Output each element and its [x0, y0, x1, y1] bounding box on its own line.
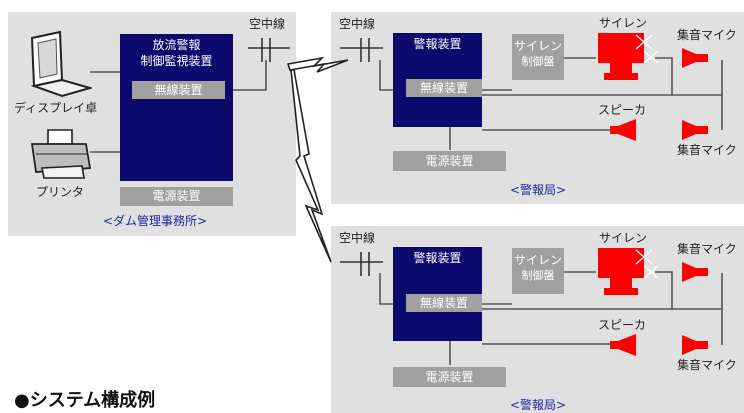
- dam-overhead-label: 空中線: [249, 17, 286, 31]
- printer-label: プリンタ: [36, 185, 85, 199]
- control-device-title-1: 放流警報: [152, 38, 201, 52]
- display-terminal-label: ディスプレイ卓: [14, 101, 98, 115]
- station1-alarm-title: 警報装置: [413, 37, 462, 51]
- dam-office-caption: <ダム管理事務所>: [102, 214, 208, 228]
- dam-power-unit: 電源装置: [120, 187, 233, 206]
- station2-speaker-icon: [610, 334, 636, 356]
- station2-siren-panel-title-2: 制御盤: [521, 269, 555, 282]
- station2-power-unit: 電源装置: [393, 367, 506, 387]
- antenna-icons: [248, 38, 383, 276]
- station2-mic-bottom-label: 集音マイク: [677, 358, 737, 372]
- station1-caption: <警報局>: [509, 183, 567, 197]
- station1-mic-top-label: 集音マイク: [677, 28, 737, 42]
- station1-siren-panel-title-2: 制御盤: [521, 55, 555, 68]
- printer-icon: [30, 129, 92, 179]
- radio-link-icons: [286, 56, 349, 263]
- station2-siren-label: サイレン: [599, 231, 648, 245]
- station2-speaker-label: スピーカ: [598, 318, 647, 332]
- station1-power-unit: 電源装置: [393, 151, 506, 171]
- station1-mic-top-icon: [682, 48, 708, 68]
- station2-mic-top-icon: [682, 262, 708, 282]
- station1-mic-bottom-label: 集音マイク: [677, 143, 737, 157]
- display-terminal-icon: [30, 30, 92, 98]
- station2-overhead-label: 空中線: [339, 231, 376, 245]
- station2-siren-icon: [598, 248, 659, 295]
- station2-radio-unit: 無線装置: [406, 294, 482, 312]
- station1-overhead-label: 空中線: [339, 17, 376, 31]
- system-configuration-title: ●システム構成例: [14, 390, 156, 411]
- station1-radio-unit: 無線装置: [406, 79, 482, 97]
- station2-caption: <警報局>: [509, 398, 567, 412]
- station2-mic-top-label: 集音マイク: [677, 242, 737, 256]
- discharge-alarm-control-device: 放流警報 制御監視装置: [120, 34, 233, 181]
- station2-siren-panel: サイレン 制御盤: [512, 248, 564, 294]
- dam-radio-unit: 無線装置: [132, 81, 225, 99]
- station1-mic-bottom-icon: [682, 120, 708, 140]
- station1-siren-label: サイレン: [599, 16, 648, 30]
- control-device-title-2: 制御監視装置: [140, 54, 213, 68]
- station2-alarm-title: 警報装置: [413, 251, 462, 265]
- station2-mic-bottom-icon: [682, 335, 708, 355]
- station1-siren-panel: サイレン 制御盤: [512, 34, 564, 80]
- station1-siren-panel-title-1: サイレン: [513, 39, 562, 53]
- station2-siren-panel-title-1: サイレン: [513, 253, 562, 267]
- station1-speaker-icon: [610, 119, 636, 141]
- station1-siren-icon: [598, 33, 659, 80]
- station1-speaker-label: スピーカ: [598, 103, 647, 117]
